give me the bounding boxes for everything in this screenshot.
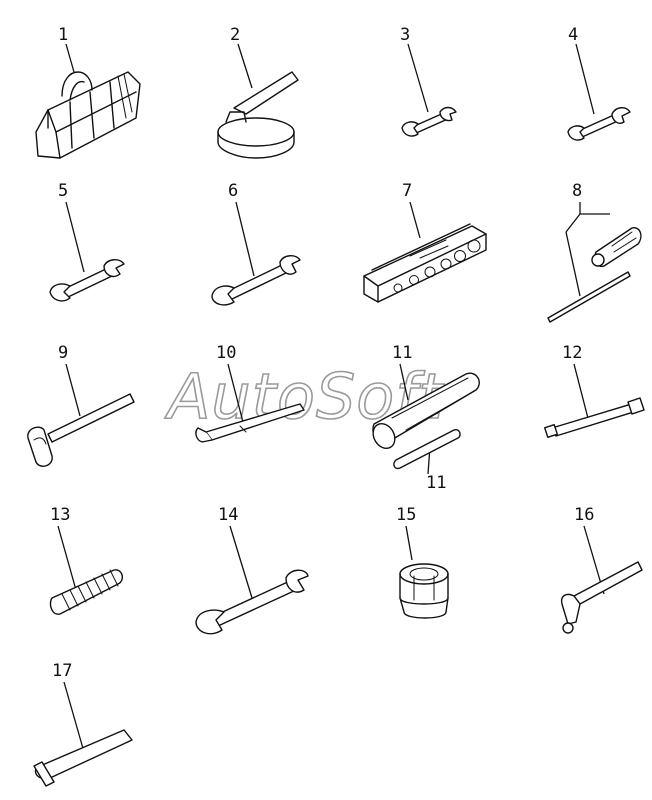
item-9-hammer: 9 xyxy=(27,343,135,467)
callout-3: 3 xyxy=(400,25,410,45)
callout-11-top: 11 xyxy=(392,343,412,363)
item-7-socket-set: 7 xyxy=(363,181,487,303)
callout-2: 2 xyxy=(230,25,240,45)
callout-5: 5 xyxy=(58,181,68,201)
item-4-wrench-small: 4 xyxy=(567,25,631,141)
item-3-wrench-small: 3 xyxy=(400,25,457,137)
item-15-socket: 15 xyxy=(396,505,449,619)
callout-12: 12 xyxy=(562,343,582,363)
item-10-pry-bar: 10 xyxy=(195,343,305,443)
item-16-l-wrench: 16 xyxy=(560,505,643,634)
item-14-wrench-large: 14 xyxy=(195,505,309,635)
callout-1: 1 xyxy=(58,25,68,45)
callout-6: 6 xyxy=(228,181,238,201)
callout-9: 9 xyxy=(58,343,68,363)
callout-4: 4 xyxy=(568,25,578,45)
item-17-hex-key: 17 xyxy=(33,661,133,787)
callout-13: 13 xyxy=(50,505,70,525)
callout-17: 17 xyxy=(52,661,72,681)
callout-16: 16 xyxy=(574,505,594,525)
callout-11-bottom: 11 xyxy=(426,473,446,493)
callout-8: 8 xyxy=(572,181,582,201)
item-13-spring: 13 xyxy=(49,505,124,615)
callout-14: 14 xyxy=(218,505,238,525)
item-11-grease-gun: 11 11 xyxy=(372,343,480,493)
item-6-wrench: 6 xyxy=(211,181,301,306)
item-2-filter-wrench: 2 xyxy=(217,25,299,159)
callout-15: 15 xyxy=(396,505,416,525)
callout-7: 7 xyxy=(402,181,412,201)
item-1-tool-bag: 1 xyxy=(35,25,141,159)
item-8-screwdriver: 8 xyxy=(547,181,642,323)
callout-10: 10 xyxy=(216,343,236,363)
item-12-extension-bar: 12 xyxy=(543,343,645,439)
item-5-wrench: 5 xyxy=(49,181,125,302)
